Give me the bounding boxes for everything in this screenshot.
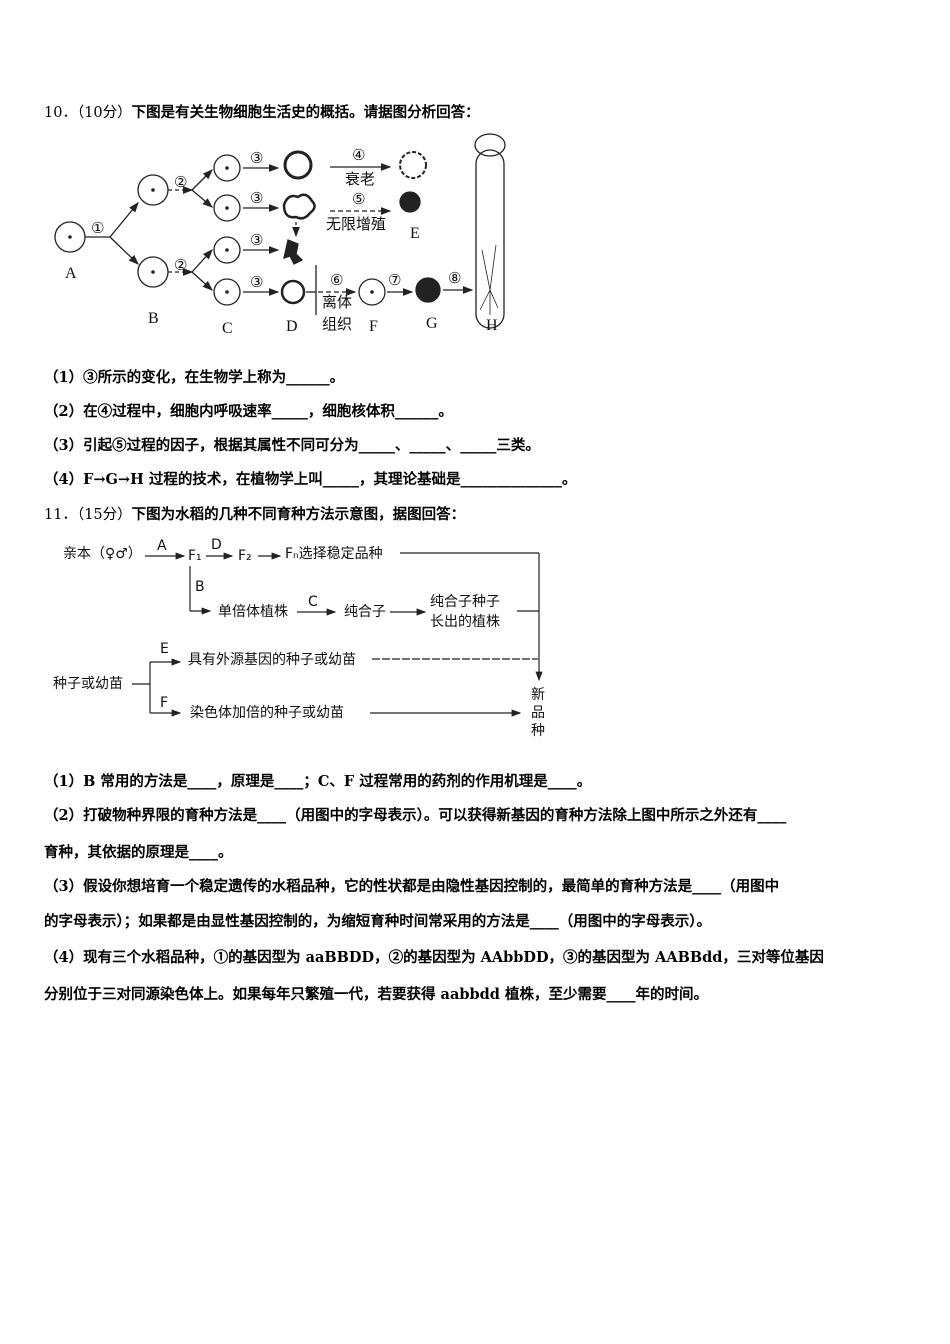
label-a: A — [157, 538, 167, 554]
label-b: B — [148, 310, 159, 327]
parents-label: 亲本（♀♂） — [63, 546, 142, 562]
q11-header: 11．（15分）下图为水稻的几种不同育种方法示意图，据图回答： — [44, 505, 465, 525]
haploid-label: 单倍体植株 — [218, 604, 288, 620]
q11-stem: 下图为水稻的几种不同育种方法示意图，据图回答： — [131, 506, 466, 523]
fn-label: Fₙ选择稳定品种 — [285, 546, 383, 562]
q10-stem: 下图是有关生物细胞生活史的概括。请据图分析回答： — [131, 104, 480, 121]
seed-label: 种子或幼苗 — [53, 676, 123, 692]
q11-question-2-cont: 育种，其依据的原理是____。 — [44, 844, 233, 861]
q11-number: 11． — [44, 507, 77, 523]
step-6: ⑥ — [330, 271, 343, 289]
aging-label: 衰老 — [345, 170, 375, 188]
homo-plant-label-1: 纯合子种子 — [430, 594, 500, 610]
label-c: C — [308, 594, 318, 610]
q10-question-2: （2）在④过程中，细胞内呼吸速率_____，细胞核体积______。 — [44, 403, 453, 420]
label-b: B — [195, 579, 205, 595]
q10-number: 10． — [44, 105, 77, 121]
foreign-gene-label: 具有外源基因的种子或幼苗 — [188, 651, 356, 668]
label-d: D — [211, 537, 222, 553]
f1-label: F₁ — [188, 548, 202, 564]
step-3b: ③ — [250, 189, 263, 207]
homo-plant-label-2: 长出的植株 — [430, 614, 500, 630]
label-a: A — [65, 265, 77, 282]
q10-question-1: （1）③所示的变化，在生物学上称为______。 — [44, 369, 345, 386]
step-2a: ② — [174, 173, 187, 191]
new-variety-1: 新 — [531, 687, 545, 703]
q11-question-3-cont: 的字母表示）；如果都是由显性基因控制的，为缩短育种时间常采用的方法是____（用… — [44, 913, 711, 930]
new-variety-2: 品 — [531, 705, 545, 721]
step-4: ④ — [352, 146, 365, 164]
q10-question-4: （4）F→G→H 过程的技术，在植物学上叫_____，其理论基础是_______… — [44, 471, 577, 488]
step-3a: ③ — [250, 149, 263, 167]
q10-question-3: （3）引起⑤过程的因子，根据其属性不同可分为_____、_____、_____三… — [44, 437, 540, 454]
label-c: C — [222, 320, 233, 337]
isolated-label-1: 离体 — [322, 293, 352, 311]
f2-label: F₂ — [238, 548, 252, 564]
label-e: E — [410, 225, 420, 242]
label-d: D — [286, 318, 298, 335]
step-1: ① — [91, 219, 104, 237]
q11-question-4: （4）现有三个水稻品种，①的基因型为 aaBBDD，②的基因型为 AAbbDD，… — [44, 949, 824, 966]
homozygote-label: 纯合子 — [344, 604, 386, 620]
q10-header: 10．（10分）下图是有关生物细胞生活史的概括。请据图分析回答： — [44, 103, 480, 123]
label-f: F — [369, 318, 378, 335]
step-8: ⑧ — [448, 269, 461, 287]
q11-question-1: （1）B 常用的方法是____，原理是____；C、F 过程常用的药剂的作用机理… — [44, 773, 592, 790]
step-2b: ② — [174, 256, 187, 274]
doubled-label: 染色体加倍的种子或幼苗 — [190, 704, 344, 721]
q11-question-4-cont: 分别位于三对同源染色体上。如果每年只繁殖一代，若要获得 aabbdd 植株，至少… — [44, 986, 708, 1003]
label-g: G — [426, 315, 438, 332]
label-h: H — [486, 317, 498, 334]
q10-score: （10分） — [76, 105, 132, 121]
step-3d: ③ — [250, 273, 263, 291]
step-3c: ③ — [250, 231, 263, 249]
isolated-label-2: 组织 — [322, 315, 352, 333]
label-e: E — [160, 641, 169, 657]
step-7: ⑦ — [388, 271, 401, 289]
q11-question-2: （2）打破物种界限的育种方法是____（用图中的字母表示）。可以获得新基因的育种… — [44, 807, 787, 824]
label-f: F — [160, 695, 168, 711]
step-5: ⑤ — [352, 190, 365, 208]
q11-question-3: （3）假设你想培育一个稳定遗传的水稻品种，它的性状都是由隐性基因控制的，最简单的… — [44, 878, 780, 895]
new-variety-3: 种 — [531, 723, 545, 739]
q11-score: （15分） — [76, 507, 132, 523]
unlimited-proliferation-label: 无限增殖 — [326, 215, 386, 233]
